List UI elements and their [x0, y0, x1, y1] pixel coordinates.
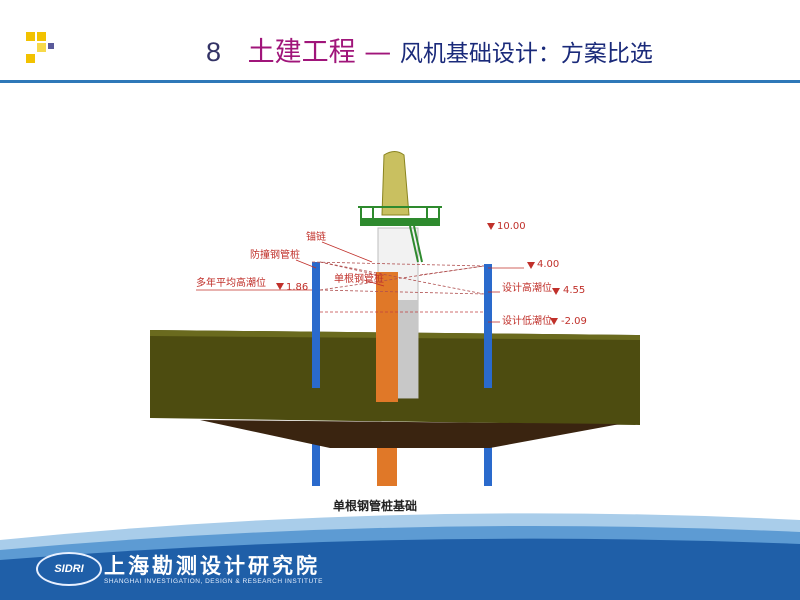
tower	[381, 151, 410, 216]
label-design-low-water: 设计低潮位	[502, 314, 552, 327]
deco-square-yellow	[26, 32, 35, 41]
label-avg-high-tide: 多年平均高潮位	[196, 276, 266, 289]
title-divider	[0, 80, 800, 83]
value-avg-high-tide: 1.86	[286, 282, 308, 293]
deco-square-yellow	[26, 54, 35, 63]
title-dash: —	[364, 37, 392, 68]
footer-wave	[0, 513, 800, 600]
diagram-caption: 单根钢管桩基础	[333, 499, 418, 513]
anchor-chain-lines	[311, 261, 485, 295]
section-number: 8	[206, 37, 222, 67]
label-steel-pipe-pile: 单根钢管桩	[334, 272, 384, 285]
scour-protection	[200, 420, 620, 448]
corner-decoration	[22, 28, 62, 68]
institute-name-cn: 上海勘测设计研究院	[104, 553, 320, 578]
title-sub: 风机基础设计：方案比选	[399, 41, 653, 67]
value-design-high-water: 4.55	[563, 285, 585, 296]
platform-deck	[360, 218, 440, 226]
title-main: 土建工程	[247, 37, 356, 68]
institute-name-en: SHANGHAI INVESTIGATION, DESIGN & RESEARC…	[104, 578, 323, 585]
label-anchor-chain: 锚链	[306, 230, 326, 243]
elevation-marker-icon	[550, 318, 558, 325]
elevation-marker-icon	[527, 262, 535, 269]
anti-collision-pile-lower-left	[312, 430, 320, 486]
anti-collision-pile-lower-right	[484, 430, 492, 486]
elevation-marker-icon	[276, 283, 284, 290]
steel-pile	[376, 272, 398, 402]
slide-title: 8 土建工程 — 风机基础设计：方案比选	[206, 30, 653, 69]
deco-square-yellow	[37, 43, 46, 52]
deco-square-yellow	[37, 32, 46, 41]
label-design-high-water: 设计高潮位	[502, 281, 552, 294]
anti-collision-pile-left	[312, 262, 320, 388]
value-elev-top: 10.00	[497, 221, 526, 232]
value-elev-platform: 4.00	[537, 259, 559, 270]
value-design-low-water: -2.09	[561, 316, 587, 327]
transition-piece-shadow	[398, 300, 418, 398]
deco-square-blue	[48, 43, 54, 49]
elevation-marker-icon	[487, 223, 495, 230]
elevation-marker-icon	[552, 288, 560, 295]
label-anti-collision-pile: 防撞钢管桩	[250, 248, 300, 261]
sidri-logo: SIDRI	[36, 552, 102, 586]
anti-collision-pile-right	[484, 264, 492, 388]
